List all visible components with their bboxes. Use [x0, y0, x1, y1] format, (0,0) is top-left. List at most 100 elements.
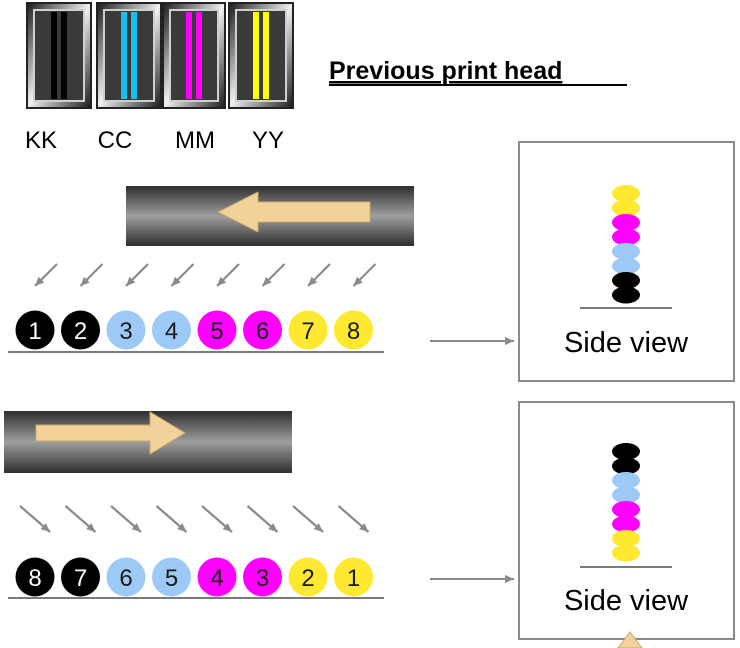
pass2-stack-drop-7	[612, 530, 640, 547]
pass1-drop-arrow-8	[352, 263, 377, 287]
pass2: 8 7 6 5 4 3 2 1 Side view	[4, 401, 735, 640]
pass1-drop-arrow-1	[34, 263, 58, 287]
pass1-drop-arrow-7	[307, 263, 331, 287]
pass2-dot-1	[15, 557, 55, 597]
pass2-dot-label-7: 2	[301, 565, 314, 592]
pass1-stack-drop-5	[612, 243, 640, 260]
pass2-dot-label-3: 6	[119, 565, 132, 592]
pass2-dot-2	[61, 557, 100, 597]
pass2-dot-7	[288, 557, 328, 597]
pass2-dot-5	[197, 557, 237, 597]
pass2-drop-arrow-3	[110, 505, 142, 533]
pass2-dot-6	[243, 557, 282, 597]
channel-kk-nozzle-2	[61, 12, 67, 99]
diagram-title: Previous print head	[329, 57, 562, 85]
pass2-dot-8	[334, 557, 373, 597]
pass1-dot-2	[61, 310, 100, 350]
pass1-dots: 1 2 3 4 5 6 7 8	[15, 310, 373, 350]
channel-mm-nozzle-1	[186, 12, 192, 99]
pass2-dot-label-2: 7	[74, 565, 87, 592]
pass2-right-arrow	[35, 411, 186, 455]
corner-marker-icon	[617, 631, 643, 648]
pass2-stack-drop-6	[612, 515, 640, 533]
channel-yy-inner	[235, 9, 287, 102]
pass2-stack-drop-4	[612, 486, 640, 504]
pass1-dot-label-7: 7	[301, 318, 314, 345]
pass2-carriage-bar	[4, 411, 292, 473]
channel-yy-nozzle-1	[253, 12, 259, 99]
pass1-dot-6	[243, 310, 282, 350]
pass1-drop-arrow-2	[79, 263, 104, 287]
pass2-stack-drop-5	[612, 501, 640, 518]
pass1-drop-arrow-3	[125, 263, 149, 287]
pass1-stack-drop-8	[612, 286, 640, 304]
pass2-dots: 8 7 6 5 4 3 2 1	[15, 557, 373, 597]
pass1-dot-label-4: 4	[165, 318, 178, 345]
pass2-drop-arrow-6	[246, 505, 279, 533]
channel-kk-inner	[33, 9, 85, 102]
pass1-dot-1	[15, 310, 55, 350]
pass1-dot-8	[334, 310, 373, 350]
pass1-dot-5	[197, 310, 237, 350]
pass1-dot-label-2: 2	[74, 318, 87, 345]
pass2-dot-3	[106, 557, 146, 597]
pass1-stack-drop-1	[612, 185, 640, 202]
channel-yy	[228, 2, 294, 109]
pass2-dot-label-4: 5	[165, 565, 178, 592]
pass1-dot-label-6: 6	[256, 318, 269, 345]
channel-kk-label: KK	[25, 127, 57, 154]
channel-kk-nozzle-1	[51, 12, 57, 99]
pass1-stack-drop-4	[612, 228, 640, 246]
pass2-drop-arrows	[19, 505, 370, 533]
pass1-dot-4	[152, 310, 191, 350]
channel-mm-label: MM	[175, 127, 215, 154]
pass2-drop-arrow-8	[337, 505, 370, 533]
pass1-dot-label-1: 1	[28, 318, 41, 345]
pass1-drop-arrow-4	[170, 263, 195, 287]
pass1: 1 2 3 4 5 6 7 8 Side view	[8, 141, 735, 382]
pass1-drop-arrow-6	[261, 263, 286, 287]
pass1-dot-label-3: 3	[119, 318, 132, 345]
channel-yy-nozzle-2	[263, 12, 269, 99]
pass2-stack-drop-8	[612, 544, 640, 562]
channel-cc-inner	[103, 9, 155, 102]
channel-kk	[26, 2, 92, 109]
pass1-dot-7	[288, 310, 328, 350]
pass2-drop-arrow-4	[155, 505, 188, 533]
pass2-stack-drop-3	[612, 472, 640, 489]
pass2-side-view-label: Side view	[564, 585, 689, 617]
channel-yy-label: YY	[252, 127, 284, 154]
channel-cc-nozzle-1	[121, 12, 127, 99]
pass1-left-arrow	[216, 191, 371, 233]
pass2-dot-label-6: 3	[256, 565, 269, 592]
pass2-drop-arrow-2	[64, 505, 97, 533]
channel-cc-label: CC	[98, 127, 133, 154]
pass1-drop-arrow-5	[216, 263, 240, 287]
pass2-stack-drop-2	[612, 457, 640, 475]
pass2-stack-drop-1	[612, 443, 640, 460]
pass2-drop-arrow-5	[201, 505, 233, 533]
pass2-dot-label-1: 8	[28, 565, 41, 592]
pass2-dot-4	[152, 557, 191, 597]
pass1-stack-drop-6	[612, 257, 640, 275]
pass2-drop-arrow-7	[292, 505, 324, 533]
pass2-dot-label-5: 4	[210, 565, 223, 592]
pass2-dot-label-8: 1	[347, 565, 360, 592]
pass1-stack-drop-2	[612, 199, 640, 217]
channel-mm-nozzle-2	[196, 12, 202, 99]
pass1-side-view-label: Side view	[564, 327, 689, 359]
pass2-drop-arrow-1	[19, 505, 51, 533]
channel-cc-nozzle-2	[131, 12, 137, 99]
pass1-dot-3	[106, 310, 146, 350]
pass1-dot-label-8: 8	[347, 318, 360, 345]
channel-mm	[162, 2, 226, 109]
pass1-side-stack	[612, 185, 640, 304]
channel-mm-inner	[169, 9, 219, 102]
pass1-dot-label-5: 5	[210, 318, 223, 345]
pass2-side-stack	[612, 443, 640, 562]
pass1-stack-drop-7	[612, 272, 640, 289]
print-head-channels: KK CC MM YY	[25, 2, 294, 154]
pass1-drop-arrows	[34, 263, 377, 287]
pass1-stack-drop-3	[612, 214, 640, 231]
